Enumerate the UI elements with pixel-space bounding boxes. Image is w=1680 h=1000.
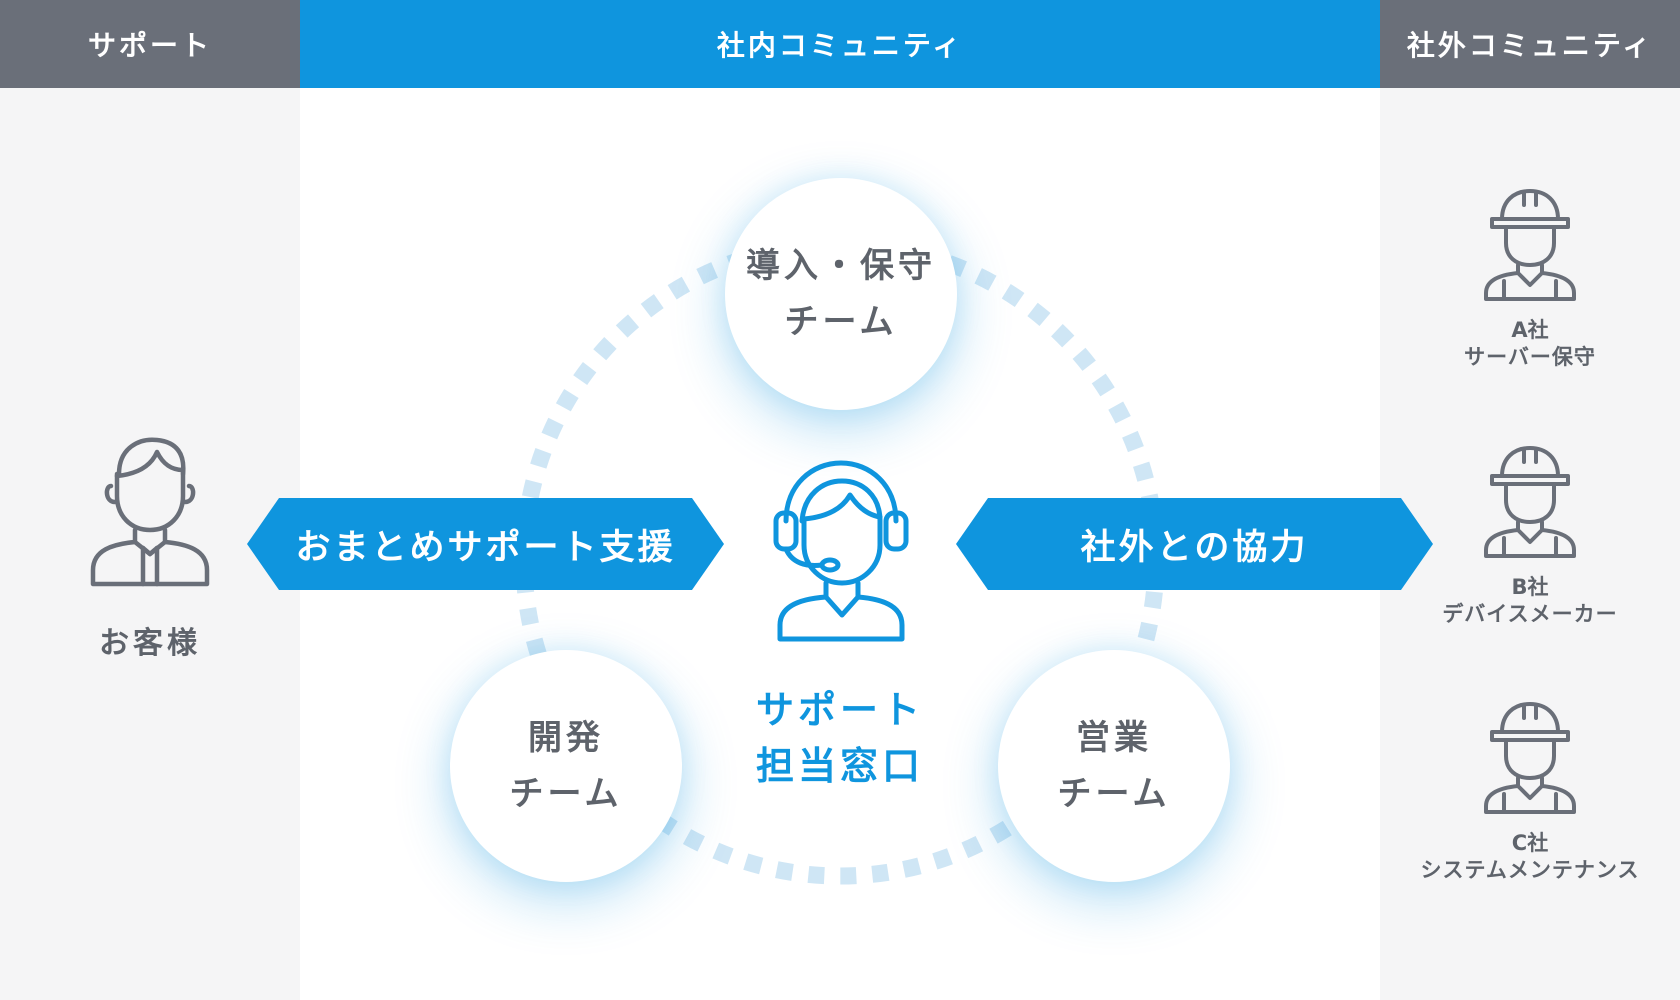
customer: お客様 <box>70 430 230 662</box>
team-development: 開発 チーム <box>450 650 682 882</box>
team-label: チーム <box>509 774 623 814</box>
team-label: チーム <box>1057 774 1171 814</box>
support-desk-line1: サポート <box>755 688 924 732</box>
partner-name: C社 <box>1511 831 1549 855</box>
partner-c: C社 システムメンテナンス <box>1405 698 1655 884</box>
partner-name: A社 <box>1511 318 1549 342</box>
support-desk-line2: 担当窓口 <box>755 744 924 788</box>
partner-b: B社 デバイスメーカー <box>1405 442 1655 628</box>
headset-operator-icon <box>773 460 909 642</box>
hardhat-worker-icon <box>1484 702 1576 814</box>
partner-description: システムメンテナンス <box>1420 858 1640 882</box>
support-header: サポート <box>0 0 300 88</box>
hardhat-worker-icon <box>1484 189 1576 301</box>
team-sales: 営業 チーム <box>998 650 1230 882</box>
team-label: 開発 <box>528 718 604 758</box>
consolidated-support-arrow: おまとめサポート支援 <box>247 498 724 590</box>
external-community-header: 社外コミュニティ <box>1380 0 1680 88</box>
partner-a: A社 サーバー保守 <box>1405 185 1655 371</box>
internal-community-header: 社内コミュニティ <box>300 0 1380 88</box>
partner-name: B社 <box>1511 575 1549 599</box>
hardhat-worker-icon <box>1484 446 1576 558</box>
businessman-icon <box>90 437 210 587</box>
team-label: チーム <box>784 302 898 342</box>
team-install-maintenance: 導入・保守 チーム <box>725 178 957 410</box>
support-desk-label: サポート 担当窓口 <box>700 682 980 794</box>
team-label: 営業 <box>1076 718 1152 758</box>
partner-description: サーバー保守 <box>1464 345 1596 369</box>
partner-description: デバイスメーカー <box>1442 602 1618 626</box>
customer-label: お客様 <box>99 626 201 661</box>
external-cooperation-arrow: 社外との協力 <box>956 498 1433 590</box>
external-community-column: 社外コミュニティ <box>1380 0 1680 1000</box>
team-label: 導入・保守 <box>746 246 936 286</box>
support-column: サポート <box>0 0 300 1000</box>
center-figure <box>770 455 912 649</box>
